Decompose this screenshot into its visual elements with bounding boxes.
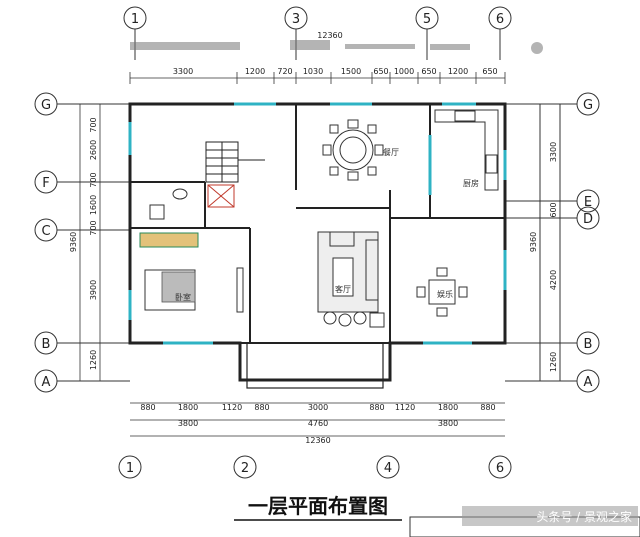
dining-table	[322, 119, 384, 181]
left-axis-markers	[34, 92, 130, 393]
room-label-kitchen: 厨房	[463, 178, 479, 188]
left-dim-2: 700	[89, 172, 98, 187]
bottom-dim-0: 880	[140, 403, 155, 412]
bottom-dim-5: 880	[369, 403, 384, 412]
right-dim-1: 600	[549, 202, 558, 217]
header-smudge	[130, 40, 543, 54]
bottom-overall-dim: 12360	[305, 436, 330, 445]
room-label-living: 客厅	[335, 284, 351, 294]
left-dim-1: 2600	[89, 140, 98, 160]
watermark-bg	[462, 506, 638, 526]
top-axis-3: 3	[292, 12, 300, 27]
top-overall-dim: 12360	[317, 31, 342, 40]
top-dimension-line	[129, 72, 506, 84]
top-dim-9: 650	[482, 67, 497, 76]
left-axis-f: F	[42, 176, 49, 191]
leisure-table	[416, 267, 468, 317]
staircase	[205, 141, 265, 183]
right-axis-g: G	[583, 98, 593, 113]
top-axis-6: 6	[496, 12, 504, 27]
bottom-axis-markers	[118, 455, 512, 479]
bottom-dim-3: 880	[254, 403, 269, 412]
top-dim-5: 650	[373, 67, 388, 76]
right-axis-markers	[505, 92, 600, 393]
porch	[246, 342, 384, 389]
bottom-dim-4: 3000	[308, 403, 328, 412]
bottom-dim2-2: 3800	[438, 419, 458, 428]
bottom-dim-8: 880	[480, 403, 495, 412]
left-dim-5: 3900	[89, 280, 98, 300]
room-label-bedroom: 卧室	[175, 292, 191, 302]
room-label-leisure: 娱乐	[437, 289, 453, 299]
windows	[128, 102, 507, 345]
living-furniture	[317, 231, 385, 328]
left-dim-3: 1600	[89, 195, 98, 215]
plan-title: 一层平面布置图	[248, 494, 388, 518]
top-dim-7: 650	[421, 67, 436, 76]
left-axis-a: A	[42, 375, 51, 390]
top-dim-4: 1500	[341, 67, 361, 76]
bottom-dim-1: 1800	[178, 403, 198, 412]
left-axis-c: C	[41, 224, 50, 239]
bottom-dim-6: 1120	[395, 403, 415, 412]
bottom-axis-1: 1	[126, 461, 134, 476]
top-dim-0: 3300	[173, 67, 193, 76]
bottom-dim-7: 1800	[438, 403, 458, 412]
left-dim-0: 700	[89, 117, 98, 132]
right-axis-a: A	[584, 375, 593, 390]
right-dim-0: 3300	[549, 142, 558, 162]
right-axis-e: E	[584, 195, 592, 210]
bottom-dim2-1: 4760	[308, 419, 328, 428]
bottom-axis-4: 4	[384, 461, 392, 476]
right-dim-2: 4200	[549, 270, 558, 290]
right-overall-dim: 9360	[529, 232, 538, 252]
top-dim-8: 1200	[448, 67, 468, 76]
right-axis-b: B	[584, 337, 593, 352]
kitchen-counter	[434, 109, 499, 191]
bottom-dim2-0: 3800	[178, 419, 198, 428]
room-label-dining: 餐厅	[383, 148, 399, 157]
left-dim-4: 700	[89, 220, 98, 235]
right-dim-3: 1260	[549, 352, 558, 372]
left-axis-g: G	[41, 98, 51, 113]
bathroom-fixtures	[149, 184, 235, 220]
bottom-axis-2: 2	[241, 461, 249, 476]
bottom-dimension-lines	[130, 402, 505, 437]
top-axis-1: 1	[131, 12, 139, 27]
top-axis-markers	[123, 6, 512, 60]
top-dim-2: 720	[277, 67, 292, 76]
top-dim-3: 1030	[303, 67, 323, 76]
watermark: 头条号 / 景观之家	[536, 509, 632, 524]
top-dim-1: 1200	[245, 67, 265, 76]
top-dim-6: 1000	[394, 67, 414, 76]
bottom-dim-2: 1120	[222, 403, 242, 412]
top-axis-5: 5	[423, 12, 431, 27]
left-overall-dim: 9360	[69, 232, 78, 252]
left-dimension-lines	[79, 104, 101, 381]
bedroom-furniture	[139, 232, 244, 313]
left-axis-b: B	[42, 337, 51, 352]
right-axis-d: D	[583, 212, 593, 227]
left-dim-6: 1260	[89, 350, 98, 370]
bottom-axis-6: 6	[496, 461, 504, 476]
